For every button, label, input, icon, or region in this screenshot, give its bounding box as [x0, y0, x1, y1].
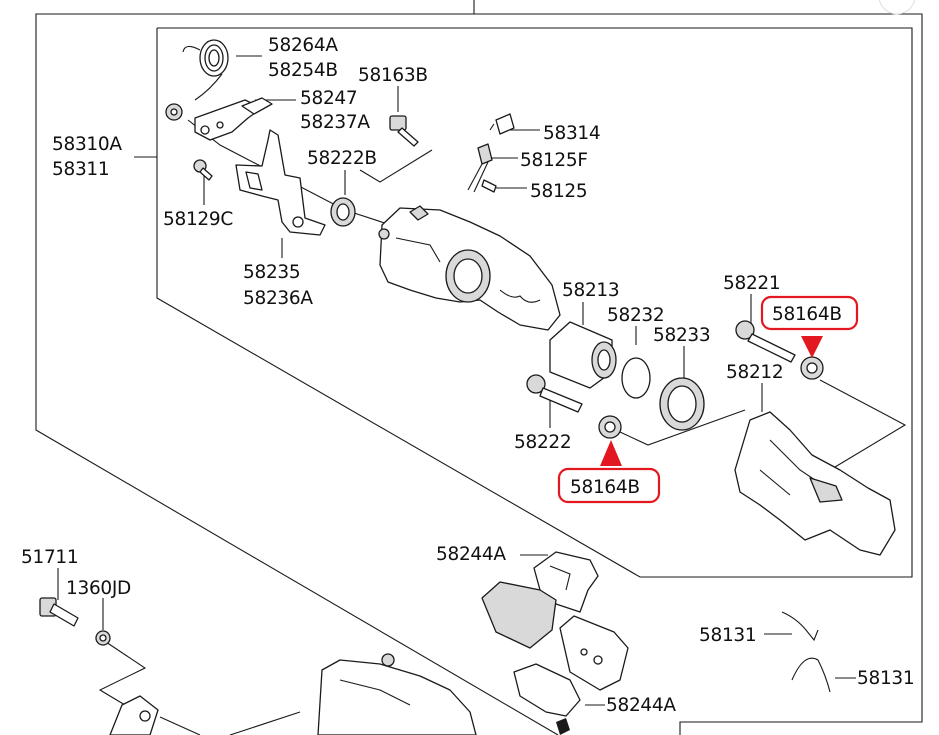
guide-pin-part-58221	[735, 320, 796, 363]
label-58236A: 58236A	[243, 288, 313, 309]
guide-pin-part-58222	[526, 374, 583, 413]
label-58264A: 58264A	[268, 35, 338, 56]
label-58164B-upper: 58164B	[772, 304, 842, 325]
label-58235: 58235	[243, 262, 300, 283]
bolt-part-51711	[39, 597, 79, 627]
seal-part-58232	[621, 357, 651, 399]
label-58244A-top: 58244A	[436, 544, 506, 565]
label-1360JD: 1360JD	[66, 578, 131, 599]
clip-part-58314	[489, 113, 515, 135]
arrow-up-icon	[600, 440, 622, 466]
label-58311: 58311	[52, 159, 109, 180]
label-58125F: 58125F	[520, 150, 588, 171]
label-58254B: 58254B	[268, 60, 338, 81]
label-58310A: 58310A	[52, 134, 122, 155]
label-58314: 58314	[543, 123, 600, 144]
label-58129C: 58129C	[163, 209, 233, 230]
label-51711: 51711	[21, 547, 78, 568]
label-58222B: 58222B	[307, 148, 377, 169]
label-58244A-bottom: 58244A	[606, 695, 676, 716]
cap-part-58125	[481, 179, 497, 193]
caliper-assembly-part-bottom	[317, 653, 477, 735]
screw-part-58163B	[389, 115, 419, 147]
label-58212: 58212	[726, 362, 783, 383]
washer-part-1360JD	[95, 630, 111, 646]
nut-part-58247	[165, 103, 183, 121]
nut-part-58164B-upper	[800, 356, 824, 380]
label-58131-b: 58131	[857, 668, 914, 689]
highlight-box-lower[interactable]	[557, 467, 661, 504]
outer-frame	[35, 0, 923, 735]
label-58221: 58221	[723, 273, 780, 294]
highlight-upper[interactable]: 58164B	[760, 295, 859, 358]
bolt-part-58129C	[193, 159, 213, 181]
caliper-body-part	[378, 205, 561, 331]
arrow-down-icon	[801, 336, 823, 358]
spring-part-58264A	[182, 39, 229, 101]
nut-part-58164B-lower	[598, 415, 622, 439]
spring-part-58131-a	[781, 611, 819, 642]
piston-part-58213	[549, 321, 617, 389]
bracket-part-bottom-left	[109, 695, 159, 735]
bleeder-part-58125F	[467, 143, 493, 193]
label-58222: 58222	[514, 432, 571, 453]
highlight-box-upper[interactable]	[760, 295, 859, 331]
label-58131-a: 58131	[699, 625, 756, 646]
pad-clip-part-58244A-bottom	[513, 663, 581, 717]
inner-frame	[156, 27, 913, 578]
part-labels: 58264A 58254B 58163B 58247 58237A 58310A…	[21, 35, 915, 716]
label-58213: 58213	[562, 280, 619, 301]
brake-pad-part-right	[559, 615, 629, 691]
boot-part-58233	[659, 377, 705, 431]
spring-part-58131-b	[791, 657, 831, 693]
brake-pad-part-left	[481, 581, 557, 649]
label-58163B: 58163B	[358, 65, 428, 86]
label-58237A: 58237A	[300, 112, 370, 133]
label-58164B-lower: 58164B	[570, 477, 640, 498]
boot-part-58222B	[330, 197, 356, 227]
carrier-part-58212	[734, 411, 896, 556]
label-58233: 58233	[653, 325, 710, 346]
label-58125: 58125	[530, 181, 587, 202]
leader-lines	[57, 55, 907, 735]
label-58232: 58232	[607, 305, 664, 326]
lever-part-58235	[235, 129, 326, 236]
highlight-lower[interactable]: 58164B	[557, 440, 661, 504]
label-58247: 58247	[300, 88, 357, 109]
bracket-part-58247	[194, 97, 273, 141]
screw-part-bottom	[556, 718, 570, 735]
